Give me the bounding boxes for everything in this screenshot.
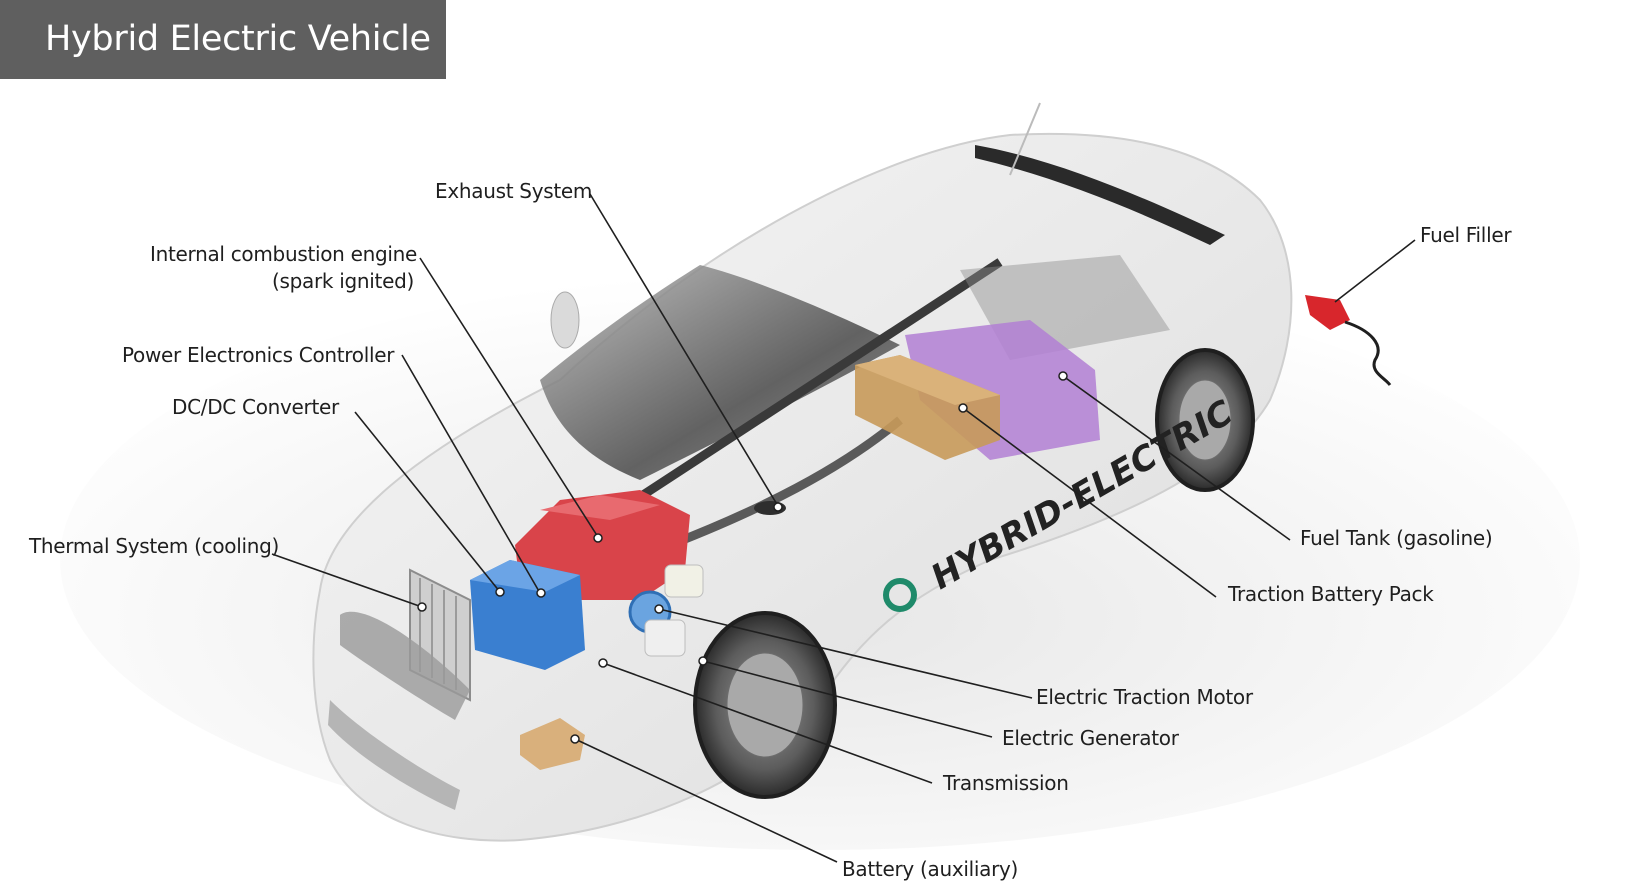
label-fuel-tank: Fuel Tank (gasoline)	[1300, 526, 1493, 550]
label-exhaust-system: Exhaust System	[435, 179, 593, 203]
leader-traction-motor	[658, 608, 1033, 699]
leader-traction-battery	[962, 407, 1217, 598]
leader-transmission	[602, 662, 933, 784]
leader-generator	[702, 660, 993, 738]
dot-dcdc	[495, 587, 505, 597]
coolant-reservoir	[644, 619, 686, 657]
fuel-nozzle	[1305, 295, 1350, 330]
antenna	[1009, 102, 1041, 176]
dot-traction-motor	[654, 604, 664, 614]
exhaust-pipe-lower	[668, 416, 903, 550]
callout-dots	[417, 371, 1068, 744]
side-mirror	[550, 291, 580, 349]
label-dcdc-converter: DC/DC Converter	[172, 395, 339, 419]
dot-battery-aux	[570, 734, 580, 744]
label-battery-auxiliary: Battery (auxiliary)	[842, 857, 1019, 881]
leader-fuel-tank	[1062, 375, 1291, 541]
windshield	[540, 265, 900, 480]
dot-ice	[593, 533, 603, 543]
dot-transmission	[598, 658, 608, 668]
leader-pec	[401, 354, 541, 594]
dot-generator	[698, 656, 708, 666]
leader-ice	[419, 257, 599, 538]
dot-thermal	[417, 602, 427, 612]
front-grille	[340, 611, 470, 720]
brand-logo	[883, 578, 917, 612]
label-power-electronics-controller: Power Electronics Controller	[122, 343, 395, 367]
label-transmission: Transmission	[943, 771, 1069, 795]
coolant-tank	[664, 564, 704, 598]
label-electric-traction-motor: Electric Traction Motor	[1036, 685, 1253, 709]
exhaust-pipe	[617, 258, 1003, 514]
leader-lines	[271, 193, 1416, 863]
dot-traction-battery	[958, 403, 968, 413]
label-ice-line1: Internal combustion engine	[150, 242, 418, 266]
diagram-title: Hybrid Electric Vehicle	[0, 0, 446, 79]
label-electric-generator: Electric Generator	[1002, 726, 1179, 750]
fuel-hose	[1344, 320, 1392, 386]
label-fuel-filler: Fuel Filler	[1420, 223, 1512, 247]
leader-battery-aux	[574, 738, 838, 863]
label-thermal-system: Thermal System (cooling)	[29, 534, 280, 558]
leader-exhaust	[589, 193, 779, 507]
dot-pec	[536, 588, 546, 598]
label-ice-line2: (spark ignited)	[272, 269, 414, 293]
leader-thermal	[271, 553, 423, 608]
leader-fuel-filler	[1334, 239, 1416, 303]
dot-exhaust	[773, 502, 783, 512]
dot-fuel-tank	[1058, 371, 1068, 381]
lower-grille	[328, 700, 460, 810]
label-traction-battery-pack: Traction Battery Pack	[1228, 582, 1434, 606]
auxiliary-battery	[520, 718, 585, 770]
roof-stripe	[975, 145, 1225, 245]
leader-dcdc	[354, 411, 501, 593]
